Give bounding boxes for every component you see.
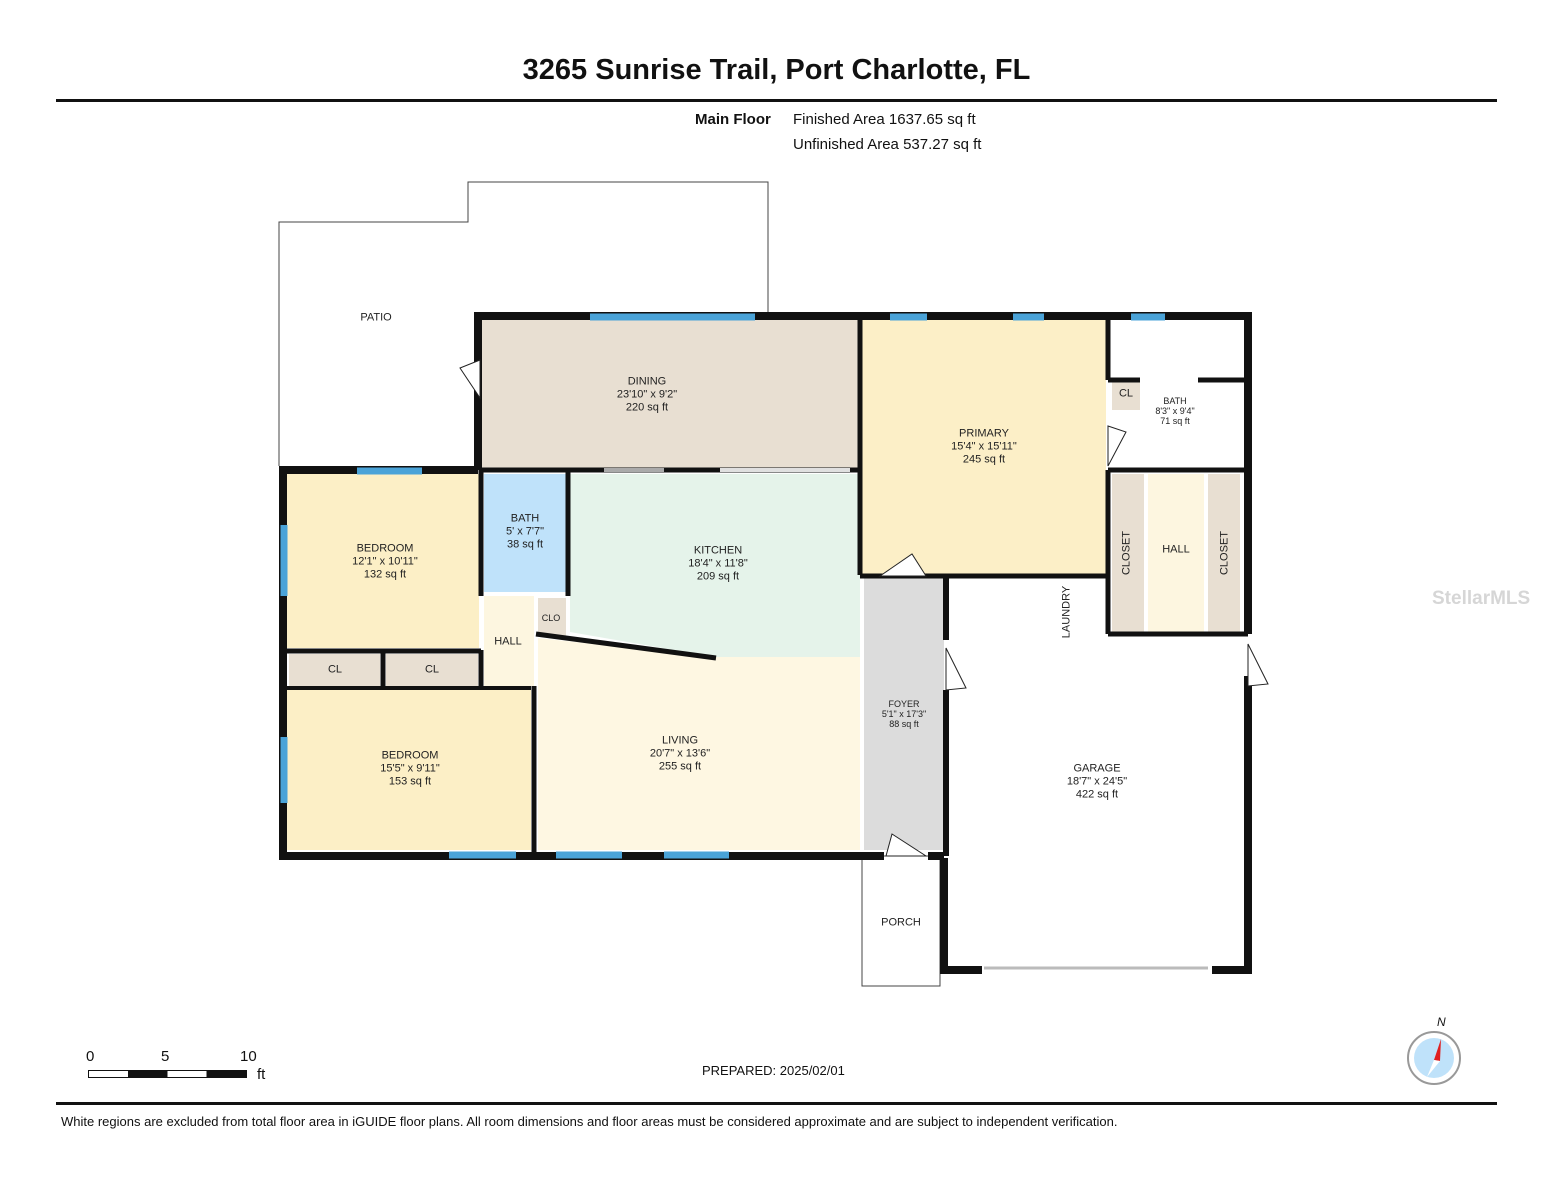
room-name: GARAGE: [1073, 762, 1121, 775]
room-dims: 12'1" x 10'11": [352, 555, 418, 568]
scale-label-5: 5: [161, 1048, 170, 1065]
room-area: 38 sq ft: [506, 538, 544, 551]
scale-bar-graphic: [88, 1070, 247, 1078]
living-fill: [538, 638, 860, 850]
scale-label-0: 0: [86, 1048, 95, 1065]
disclaimer: White regions are excluded from total fl…: [61, 1114, 1118, 1129]
finished-area: Finished Area 1637.65 sq ft: [793, 111, 976, 128]
room-cl-2: CL: [424, 663, 440, 676]
room-dims: 5'1" x 17'3": [881, 709, 927, 719]
room-dims: 18'4" x 11'8": [688, 557, 748, 570]
prepared-date: PREPARED: 2025/02/01: [702, 1063, 845, 1078]
room-area: 132 sq ft: [363, 568, 407, 581]
room-name: BEDROOM: [356, 542, 414, 555]
cl2-fill: [386, 654, 478, 686]
clo-fill: [538, 598, 566, 636]
closet2-fill: [1208, 474, 1240, 632]
room-dims: 15'4" x 15'11": [951, 440, 1017, 453]
compass-north-label: N: [1437, 1015, 1446, 1029]
bedroom2-fill: [287, 690, 531, 850]
title-divider: [56, 99, 1497, 102]
patio-outline: [278, 181, 769, 466]
hall-fill: [484, 596, 534, 686]
room-cl-primary: CL: [1118, 387, 1134, 400]
room-name: LIVING: [661, 734, 699, 747]
room-name: FOYER: [888, 699, 920, 709]
page-title: 3265 Sunrise Trail, Port Charlotte, FL: [522, 54, 1031, 86]
room-area: 153 sq ft: [388, 775, 432, 788]
room-dims: 8'3" x 9'4": [1155, 406, 1195, 416]
bedroom1-fill: [287, 474, 479, 648]
room-name: PRIMARY: [959, 427, 1009, 440]
watermark: StellarMLS: [1432, 588, 1531, 609]
cl1-fill: [289, 654, 380, 686]
primary-fill: [862, 320, 1106, 575]
footer-divider: [56, 1102, 1497, 1105]
room-closet-1: CLOSET: [1120, 530, 1133, 576]
scale-label-10: 10: [240, 1048, 257, 1065]
scale-unit: ft: [257, 1066, 266, 1083]
room-dims: 15'5" x 9'11": [380, 762, 440, 775]
cl-primary-fill: [1112, 382, 1140, 410]
room-area: 422 sq ft: [1075, 788, 1119, 801]
room-area: 220 sq ft: [625, 401, 669, 414]
floor-name: Main Floor: [695, 111, 771, 128]
porch-outline: [861, 855, 941, 987]
room-cl-1: CL: [327, 663, 343, 676]
room-porch: PORCH: [881, 916, 921, 929]
windows: [280, 313, 1165, 859]
room-patio: PATIO: [360, 312, 391, 325]
room-laundry: LAUNDRY: [1060, 585, 1073, 639]
unfinished-area: Unfinished Area 537.27 sq ft: [793, 136, 982, 153]
kitchen-fill: [570, 474, 860, 657]
scale-bar: 0 5 10 ft: [86, 1048, 278, 1088]
room-name: DINING: [627, 375, 667, 388]
room-hall-2: HALL: [1162, 543, 1190, 556]
room-clo: CLO: [541, 613, 561, 623]
room-dims: 20'7" x 13'6": [649, 747, 711, 760]
room-area: 245 sq ft: [962, 453, 1006, 466]
room-area: 71 sq ft: [1160, 416, 1190, 426]
room-area: 209 sq ft: [696, 570, 740, 583]
bath-fill: [484, 474, 566, 592]
dining-fill: [482, 320, 860, 468]
room-name: BEDROOM: [381, 749, 439, 762]
room-dims: 23'10" x 9'2": [616, 388, 678, 401]
room-area: 255 sq ft: [658, 760, 702, 773]
room-name: PATIO: [360, 311, 392, 324]
compass: N: [1405, 1015, 1463, 1089]
foyer-fill: [864, 578, 944, 850]
room-area: 88 sq ft: [889, 719, 919, 729]
closet1-fill: [1112, 474, 1144, 632]
room-dims: 18'7" x 24'5": [1066, 775, 1128, 788]
room-hall: HALL: [494, 635, 522, 648]
room-name: KITCHEN: [693, 544, 743, 557]
compass-icon: [1407, 1031, 1461, 1085]
hall2-fill: [1148, 474, 1204, 632]
room-dims: 5' x 7'7": [505, 525, 545, 538]
doors: [459, 359, 1269, 857]
room-name: BATH: [1163, 396, 1187, 406]
room-name: BATH: [510, 512, 540, 525]
room-closet-2: CLOSET: [1218, 530, 1231, 576]
